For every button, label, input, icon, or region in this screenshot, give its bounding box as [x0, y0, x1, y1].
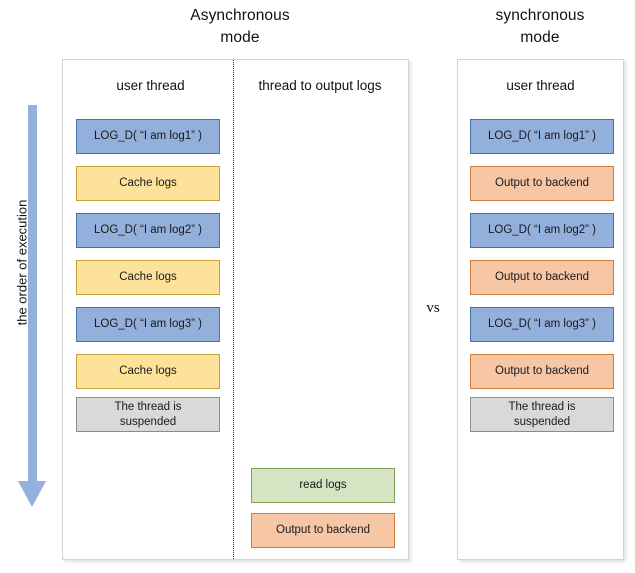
async-step-cache-logs-1[interactable]: Cache logs [76, 166, 220, 201]
synchronous-mode-title: synchronous mode [495, 7, 585, 46]
async-step-cache-logs-3[interactable]: Cache logs [76, 354, 220, 389]
sync-user-thread-column-header: user thread [506, 78, 575, 93]
sync-step-log2[interactable]: LOG_D( “I am log2” ) [470, 213, 614, 248]
order-of-execution-arrow: the order of execution [0, 100, 62, 515]
sync-step-output-to-backend-2[interactable]: Output to backend [470, 260, 614, 295]
async-step-log2[interactable]: LOG_D( “I am log2” ) [76, 213, 220, 248]
thread-divider [233, 60, 234, 559]
async-step-read-logs[interactable]: read logs [251, 468, 395, 503]
async-step-log1[interactable]: LOG_D( “I am log1” ) [76, 119, 220, 154]
sync-step-output-to-backend-3[interactable]: Output to backend [470, 354, 614, 389]
async-user-thread-column-header: user thread [116, 78, 185, 93]
synchronous-mode-panel: user thread LOG_D( “I am log1” ) Output … [457, 59, 624, 560]
arrow-shaft [28, 105, 37, 485]
sync-step-log3[interactable]: LOG_D( “I am log3” ) [470, 307, 614, 342]
async-step-output-to-backend[interactable]: Output to backend [251, 513, 395, 548]
sync-step-thread-suspended[interactable]: The thread is suspended [470, 397, 614, 432]
async-step-log3[interactable]: LOG_D( “I am log3” ) [76, 307, 220, 342]
asynchronous-mode-panel: user thread thread to output logs LOG_D(… [62, 59, 409, 560]
asynchronous-mode-title: Asynchronous mode [190, 7, 290, 46]
async-step-cache-logs-2[interactable]: Cache logs [76, 260, 220, 295]
arrow-down-icon [18, 481, 46, 507]
sync-step-log1[interactable]: LOG_D( “I am log1” ) [470, 119, 614, 154]
async-output-thread-column-header: thread to output logs [258, 78, 382, 93]
sync-step-output-to-backend-1[interactable]: Output to backend [470, 166, 614, 201]
vs-separator-label: vs [426, 300, 440, 316]
async-step-thread-suspended[interactable]: The thread is suspended [76, 397, 220, 432]
